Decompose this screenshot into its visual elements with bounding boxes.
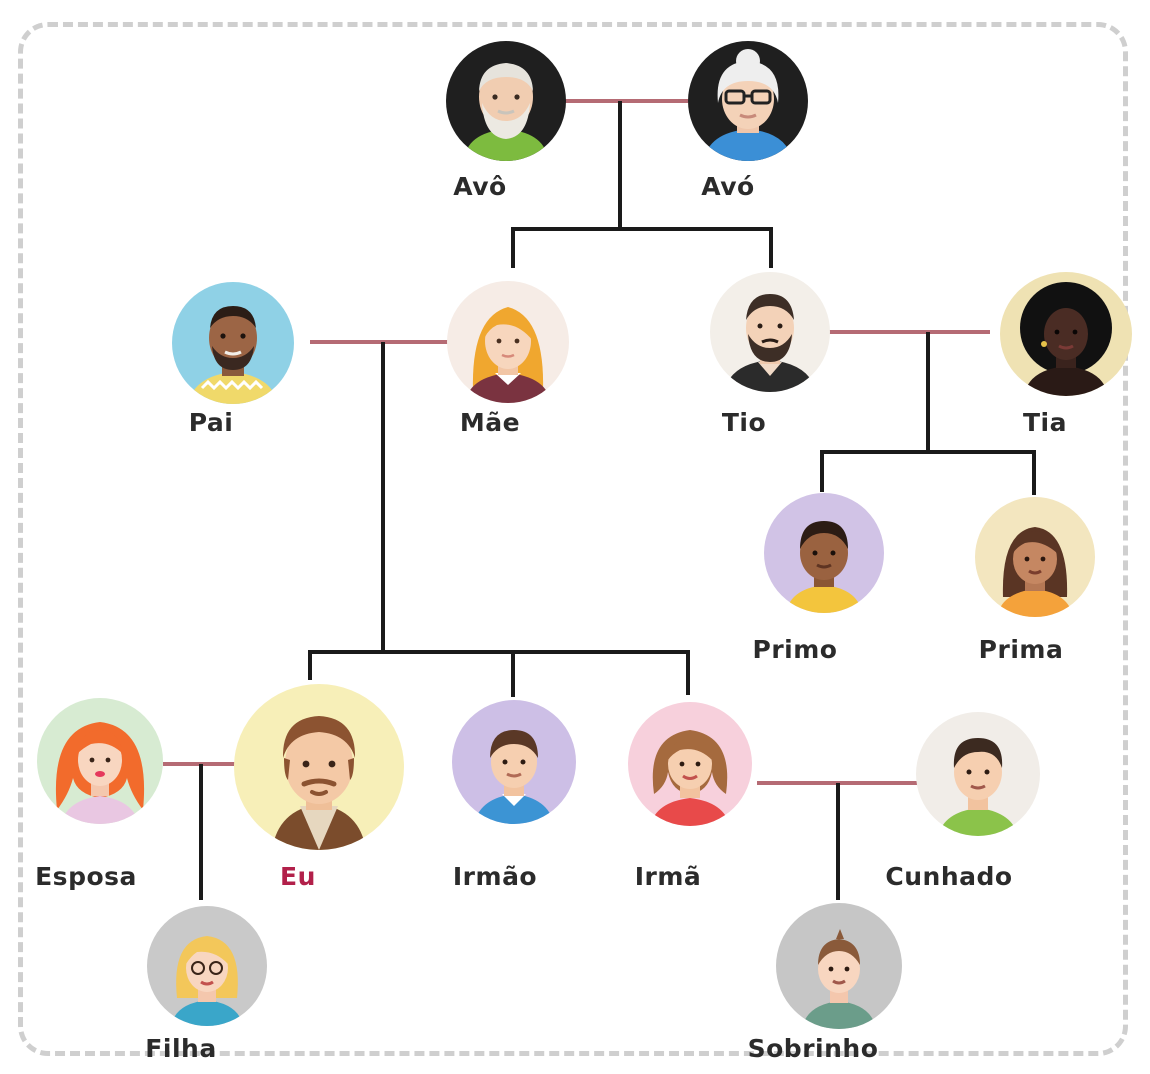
descent-branch-grandparents bbox=[511, 227, 773, 268]
label-tia: Tia bbox=[1023, 408, 1067, 437]
dashed-frame bbox=[18, 22, 1128, 1056]
avatar-mae bbox=[447, 281, 569, 403]
label-avo-grandmother: Avó bbox=[701, 172, 755, 201]
avatar-pai bbox=[172, 282, 294, 404]
descent-branch-cousins bbox=[820, 450, 1036, 495]
avatar-irmao bbox=[452, 700, 576, 824]
avatar-tio bbox=[710, 272, 830, 392]
avatar-primo bbox=[764, 493, 884, 613]
label-cunhado: Cunhado bbox=[885, 862, 1013, 891]
avatar-avo-grandmother bbox=[688, 41, 808, 161]
label-filha: Filha bbox=[145, 1034, 217, 1063]
label-irma: Irmã bbox=[634, 862, 702, 891]
avatar-eu bbox=[234, 684, 404, 850]
label-primo: Primo bbox=[752, 635, 838, 664]
avatar-filha bbox=[147, 906, 267, 1026]
label-eu: Eu bbox=[280, 862, 316, 891]
label-mae: Mãe bbox=[459, 408, 521, 437]
label-irmao: Irmão bbox=[452, 862, 538, 891]
avatar-tia bbox=[1000, 272, 1132, 396]
avatar-sobrinho bbox=[776, 903, 902, 1029]
avatar-avo-grandfather bbox=[446, 41, 566, 161]
label-prima: Prima bbox=[978, 635, 1064, 664]
avatar-esposa bbox=[37, 698, 163, 824]
label-esposa: Esposa bbox=[35, 862, 137, 891]
label-sobrinho: Sobrinho bbox=[747, 1034, 879, 1063]
descent-branch-siblings bbox=[308, 650, 690, 695]
avatar-cunhado bbox=[916, 712, 1040, 836]
label-pai: Pai bbox=[188, 408, 234, 437]
label-tio: Tio bbox=[721, 408, 767, 437]
label-avo-grandfather: Avô bbox=[453, 172, 507, 201]
avatar-prima bbox=[975, 497, 1095, 617]
avatar-irma bbox=[628, 702, 752, 826]
